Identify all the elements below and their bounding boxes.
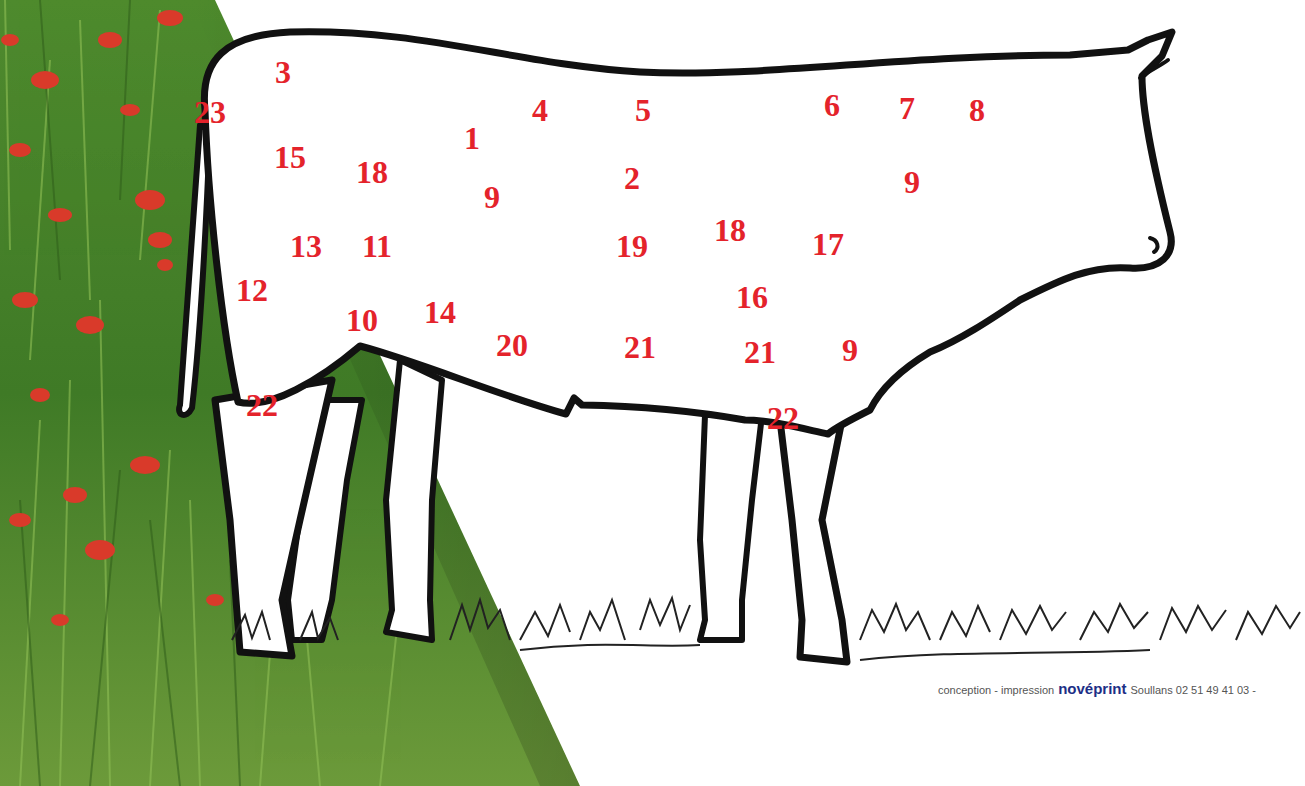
callout-number: 18	[356, 156, 388, 188]
callout-number: 21	[624, 331, 656, 363]
callout-number: 17	[812, 228, 844, 260]
callout-number: 5	[635, 94, 651, 126]
callout-number: 19	[616, 230, 648, 262]
callout-number: 7	[899, 92, 915, 124]
callout-number: 3	[275, 56, 291, 88]
callout-number: 10	[346, 304, 378, 336]
credit-text: conception - impression	[938, 684, 1054, 696]
callout-number: 6	[824, 89, 840, 121]
callout-number: 22	[767, 402, 799, 434]
callout-number: 2	[624, 162, 640, 194]
callout-number: 21	[744, 336, 776, 368]
callout-number: 14	[424, 296, 456, 328]
credit-text: Soullans 02 51 49 41 03 -	[1131, 684, 1256, 696]
callout-number: 15	[274, 141, 306, 173]
callout-number: 16	[736, 281, 768, 313]
callout-number: 18	[714, 214, 746, 246]
callout-number: 23	[194, 96, 226, 128]
callout-number: 11	[362, 230, 392, 262]
callout-number: 9	[904, 166, 920, 198]
grass-strokes	[232, 598, 1300, 660]
credit-line: conception - impression novéprint Soullans…	[938, 680, 1256, 697]
callout-number: 9	[484, 181, 500, 213]
callout-number: 4	[532, 94, 548, 126]
brand-name: novéprint	[1058, 680, 1126, 697]
callout-number: 1	[464, 122, 480, 154]
callout-number: 12	[236, 274, 268, 306]
callout-number: 22	[246, 389, 278, 421]
callout-number: 9	[842, 334, 858, 366]
cow-outline	[179, 32, 1172, 662]
callout-number: 13	[290, 230, 322, 262]
callout-number: 20	[496, 329, 528, 361]
callout-number: 8	[969, 94, 985, 126]
